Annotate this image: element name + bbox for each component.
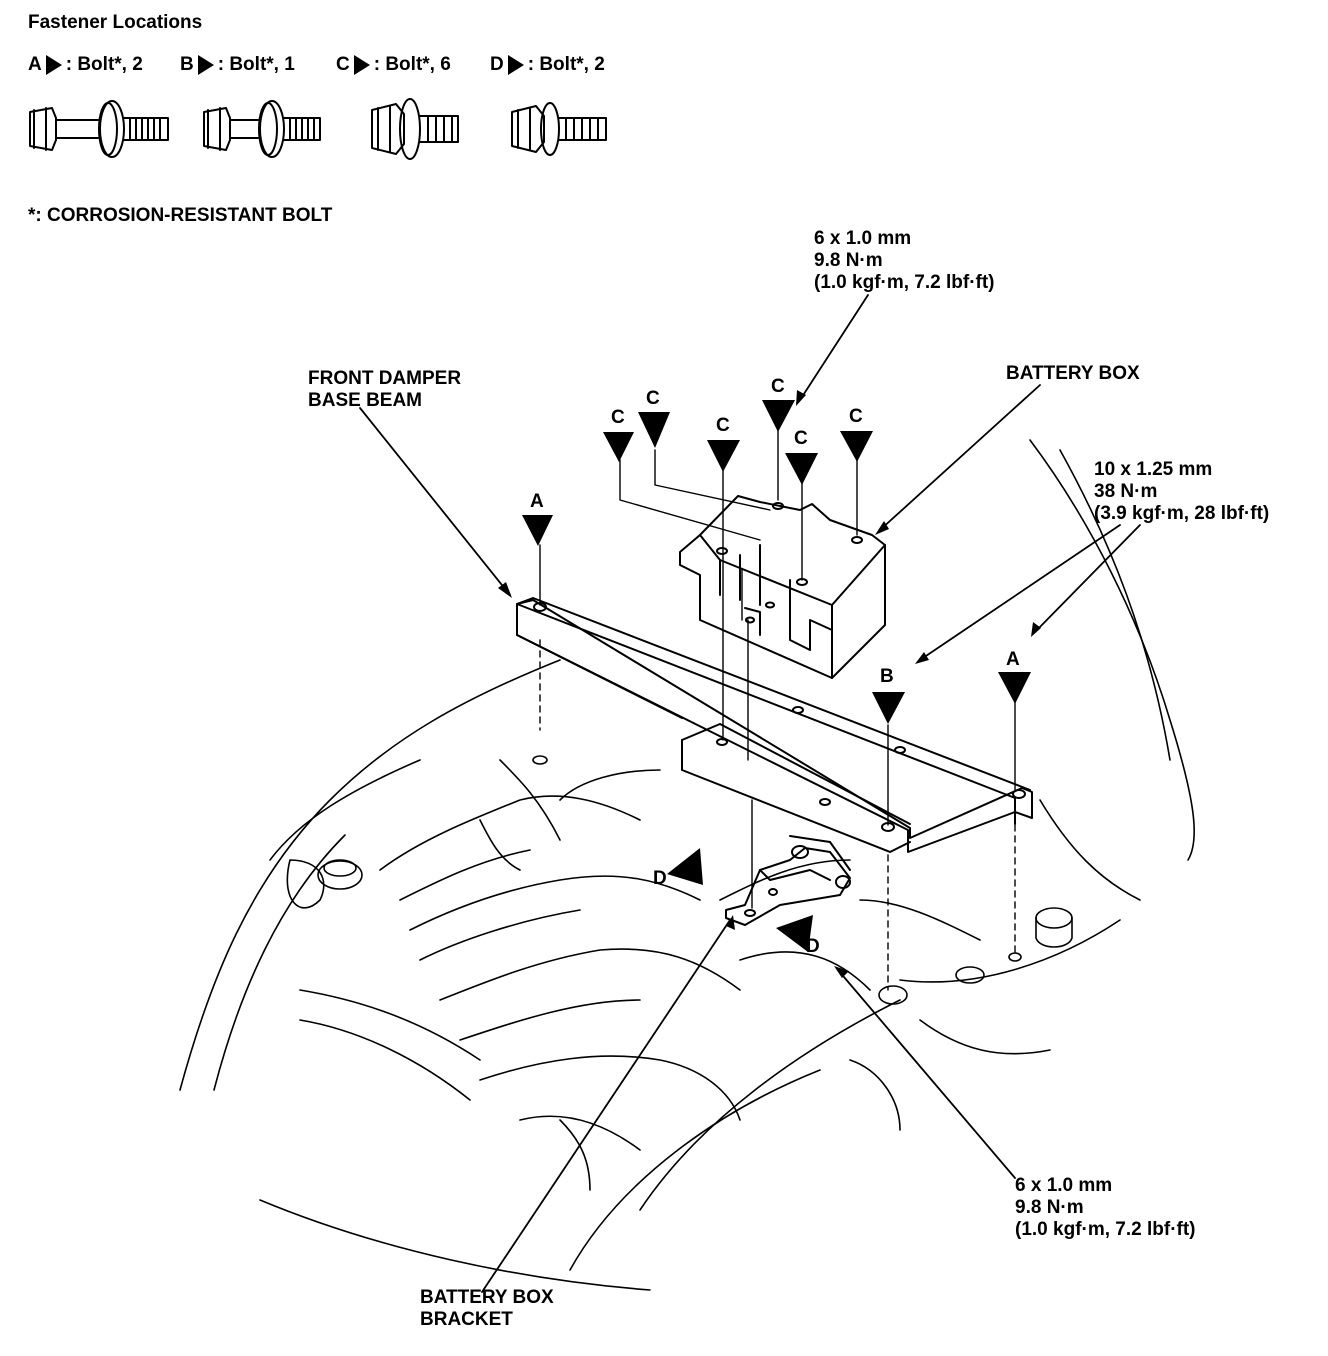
arrowheads [498,390,1041,978]
marker-label-d-left: D [653,868,667,889]
legend-item-d: D : Bolt*, 2 [490,54,605,76]
marker-c-6 [840,431,873,462]
marker-label-c-5: C [794,428,808,449]
legend-letter-b: B [180,54,194,75]
bolt-markers [522,400,1031,952]
marker-a-right [998,672,1031,704]
engine-bay [286,755,1073,1191]
marker-label-c-2: C [646,388,660,409]
battery-box-label: BATTERY BOX [1006,363,1140,384]
legend-letter-c: C [336,54,350,75]
page-title: Fastener Locations [28,12,203,33]
battery-box-bracket [725,835,851,926]
marker-label-c-1: C [611,407,625,428]
legend-text-d: : Bolt*, 2 [527,54,605,75]
bolt-b-icon [203,100,321,158]
marker-c-2 [638,412,670,448]
marker-label-c-6: C [849,406,863,427]
bolt-a-icon [29,100,169,158]
marker-label-d-right: D [806,936,820,957]
spec-bottom-d: 6 x 1.0 mm 9.8 N·m (1.0 kgf·m, 7.2 lbf·f… [1015,1175,1196,1240]
front-damper-base-beam-label: FRONT DAMPER BASE BEAM [308,368,462,411]
marker-label-a-left: A [530,491,544,512]
legend-item-c: C : Bolt*, 6 [336,54,451,76]
marker-c-3 [707,440,740,472]
alignment-lines [539,429,1016,991]
spec-right-ab: 10 x 1.25 mm 38 N·m (3.9 kgf·m, 28 lbf·f… [1094,459,1270,524]
battery-box [679,495,886,679]
marker-label-c-3: C [716,415,730,436]
triangle-icon [197,55,214,75]
triangle-icon [353,55,370,75]
leader-lines [359,294,1141,1293]
marker-d-right [776,915,813,952]
marker-b [872,692,905,724]
legend-letter-d: D [490,54,504,75]
marker-label-b: B [880,666,894,687]
legend-letter-a: A [28,54,42,75]
spec-top-c: 6 x 1.0 mm 9.8 N·m (1.0 kgf·m, 7.2 lbf·f… [814,228,995,293]
footnote: *: CORROSION-RESISTANT BOLT [28,205,333,226]
legend-item-a: A : Bolt*, 2 [28,54,143,76]
legend-text-c: : Bolt*, 6 [373,54,451,75]
legend-text-b: : Bolt*, 1 [217,54,295,75]
vehicle-body-outline [179,439,1195,1291]
triangle-icon [507,55,524,75]
marker-label-a-right: A [1006,649,1020,670]
marker-d-left [667,848,703,885]
bolt-d-icon [511,102,607,156]
bolt-c-icon [371,98,459,160]
triangle-icon [45,55,62,75]
marker-c-4 [762,400,795,432]
marker-c-5 [785,453,818,485]
battery-box-bracket-label: BATTERY BOX BRACKET [420,1287,554,1330]
marker-label-c-4: C [771,376,785,397]
legend-text-a: : Bolt*, 2 [65,54,143,75]
marker-c-1 [603,432,634,462]
front-damper-base-beam [516,597,1033,853]
legend-item-b: B : Bolt*, 1 [180,54,295,76]
marker-a-left [522,515,553,546]
